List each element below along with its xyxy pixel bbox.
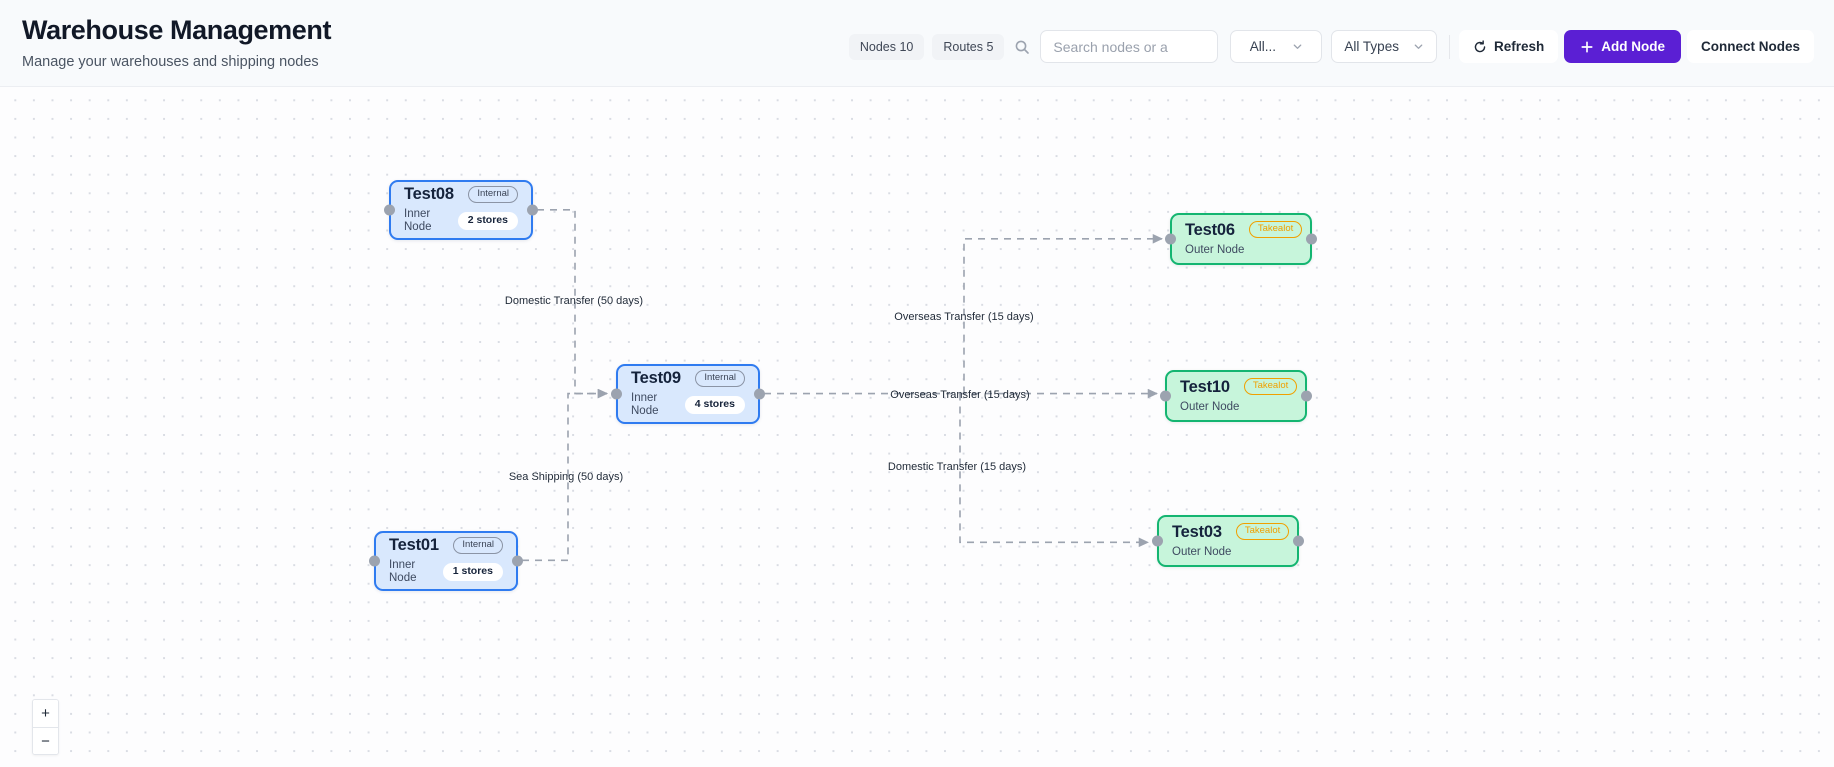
node-handle-left[interactable] bbox=[611, 388, 622, 400]
node-title: Test01 bbox=[389, 536, 439, 555]
edge-layer bbox=[522, 209, 1163, 562]
node-test03[interactable]: Test03 Takealot Outer Node bbox=[1152, 515, 1304, 567]
node-handle-left[interactable] bbox=[1160, 390, 1171, 402]
title-block: Warehouse Management Manage your warehou… bbox=[22, 12, 331, 70]
chevron-down-icon bbox=[1292, 41, 1303, 52]
node-subtitle: Inner Node bbox=[631, 392, 659, 418]
node-badge: Takealot bbox=[1243, 377, 1298, 396]
node-subtitle: Inner Node bbox=[389, 559, 417, 585]
edge-label-overseas-transfer-15-mid: Overseas Transfer (15 days) bbox=[890, 389, 1030, 401]
node-test09[interactable]: Test09 Internal Inner Node 4 stores bbox=[611, 364, 765, 424]
node-title: Test03 bbox=[1172, 522, 1222, 541]
node-handle-right[interactable] bbox=[512, 555, 523, 567]
node-stores-chip: 2 stores bbox=[457, 211, 518, 231]
node-badge: Internal bbox=[453, 536, 503, 555]
page-title: Warehouse Management bbox=[22, 15, 332, 45]
node-title: Test08 bbox=[404, 185, 454, 204]
add-node-button[interactable]: Add Node bbox=[1564, 30, 1681, 63]
stat-pill-nodes: Nodes 10 bbox=[848, 33, 925, 60]
node-subtitle: Outer Node bbox=[1185, 243, 1245, 256]
refresh-icon bbox=[1473, 39, 1487, 54]
connect-nodes-button-label: Connect Nodes bbox=[1700, 39, 1800, 54]
node-title: Test06 bbox=[1185, 220, 1235, 239]
type-filter-select[interactable]: All Types bbox=[1331, 30, 1437, 63]
node-test01[interactable]: Test01 Internal Inner Node 1 stores bbox=[369, 531, 523, 591]
node-title: Test09 bbox=[631, 369, 681, 388]
status-filter-select[interactable]: All... bbox=[1230, 30, 1323, 63]
header-toolbar: Nodes 10 Routes 5 All... All Types bbox=[848, 12, 1814, 63]
node-test10[interactable]: Test10 Takealot Outer Node bbox=[1160, 370, 1312, 422]
node-handle-left[interactable] bbox=[1152, 535, 1163, 547]
node-subtitle: Inner Node bbox=[404, 208, 432, 234]
status-filter-value: All... bbox=[1249, 39, 1277, 54]
refresh-button[interactable]: Refresh bbox=[1458, 30, 1559, 63]
node-handle-right[interactable] bbox=[1293, 535, 1304, 547]
toolbar-divider bbox=[1448, 34, 1450, 59]
add-node-button-label: Add Node bbox=[1601, 39, 1665, 54]
stat-pill-routes: Routes 5 bbox=[932, 33, 1005, 60]
edge-label-domestic-transfer-15: Domestic Transfer (15 days) bbox=[887, 461, 1027, 473]
edge-label-domestic-transfer-50: Domestic Transfer (50 days) bbox=[504, 295, 644, 307]
refresh-button-label: Refresh bbox=[1493, 39, 1545, 54]
page-subtitle: Manage your warehouses and shipping node… bbox=[22, 54, 319, 71]
flow-canvas[interactable]: Domestic Transfer (50 days) Overseas Tra… bbox=[0, 86, 1834, 767]
node-badge: Internal bbox=[468, 185, 518, 204]
edge-label-overseas-transfer-15-top: Overseas Transfer (15 days) bbox=[894, 311, 1034, 323]
node-handle-right[interactable] bbox=[1306, 233, 1317, 245]
type-filter-value: All Types bbox=[1344, 39, 1399, 54]
node-badge: Takealot bbox=[1235, 522, 1290, 541]
node-handle-left[interactable] bbox=[384, 204, 395, 216]
node-badge: Takealot bbox=[1248, 220, 1303, 239]
search-box bbox=[1014, 30, 1219, 63]
node-handle-right[interactable] bbox=[754, 388, 765, 400]
connect-nodes-button[interactable]: Connect Nodes bbox=[1686, 30, 1814, 63]
node-handle-left[interactable] bbox=[1165, 233, 1176, 245]
plus-icon bbox=[1580, 40, 1594, 54]
node-badge: Internal bbox=[695, 369, 745, 388]
node-stores-chip: 1 stores bbox=[442, 562, 503, 582]
node-stores-chip: 4 stores bbox=[684, 395, 745, 415]
node-subtitle: Outer Node bbox=[1172, 545, 1232, 558]
node-handle-right[interactable] bbox=[1301, 390, 1312, 402]
zoom-in-button[interactable]: + bbox=[33, 700, 58, 727]
node-subtitle: Outer Node bbox=[1180, 400, 1240, 413]
zoom-controls: + − bbox=[32, 699, 59, 755]
zoom-out-button[interactable]: − bbox=[33, 727, 58, 754]
edge-label-sea-shipping-50: Sea Shipping (50 days) bbox=[508, 471, 624, 483]
node-title: Test10 bbox=[1180, 377, 1230, 396]
chevron-down-icon bbox=[1413, 41, 1424, 52]
node-test08[interactable]: Test08 Internal Inner Node 2 stores bbox=[384, 180, 538, 240]
node-test06[interactable]: Test06 Takealot Outer Node bbox=[1165, 213, 1317, 265]
search-icon bbox=[1014, 39, 1030, 55]
node-handle-right[interactable] bbox=[527, 204, 538, 216]
search-input[interactable] bbox=[1040, 30, 1219, 63]
page-header: Warehouse Management Manage your warehou… bbox=[0, 0, 1834, 86]
node-handle-left[interactable] bbox=[369, 555, 380, 567]
